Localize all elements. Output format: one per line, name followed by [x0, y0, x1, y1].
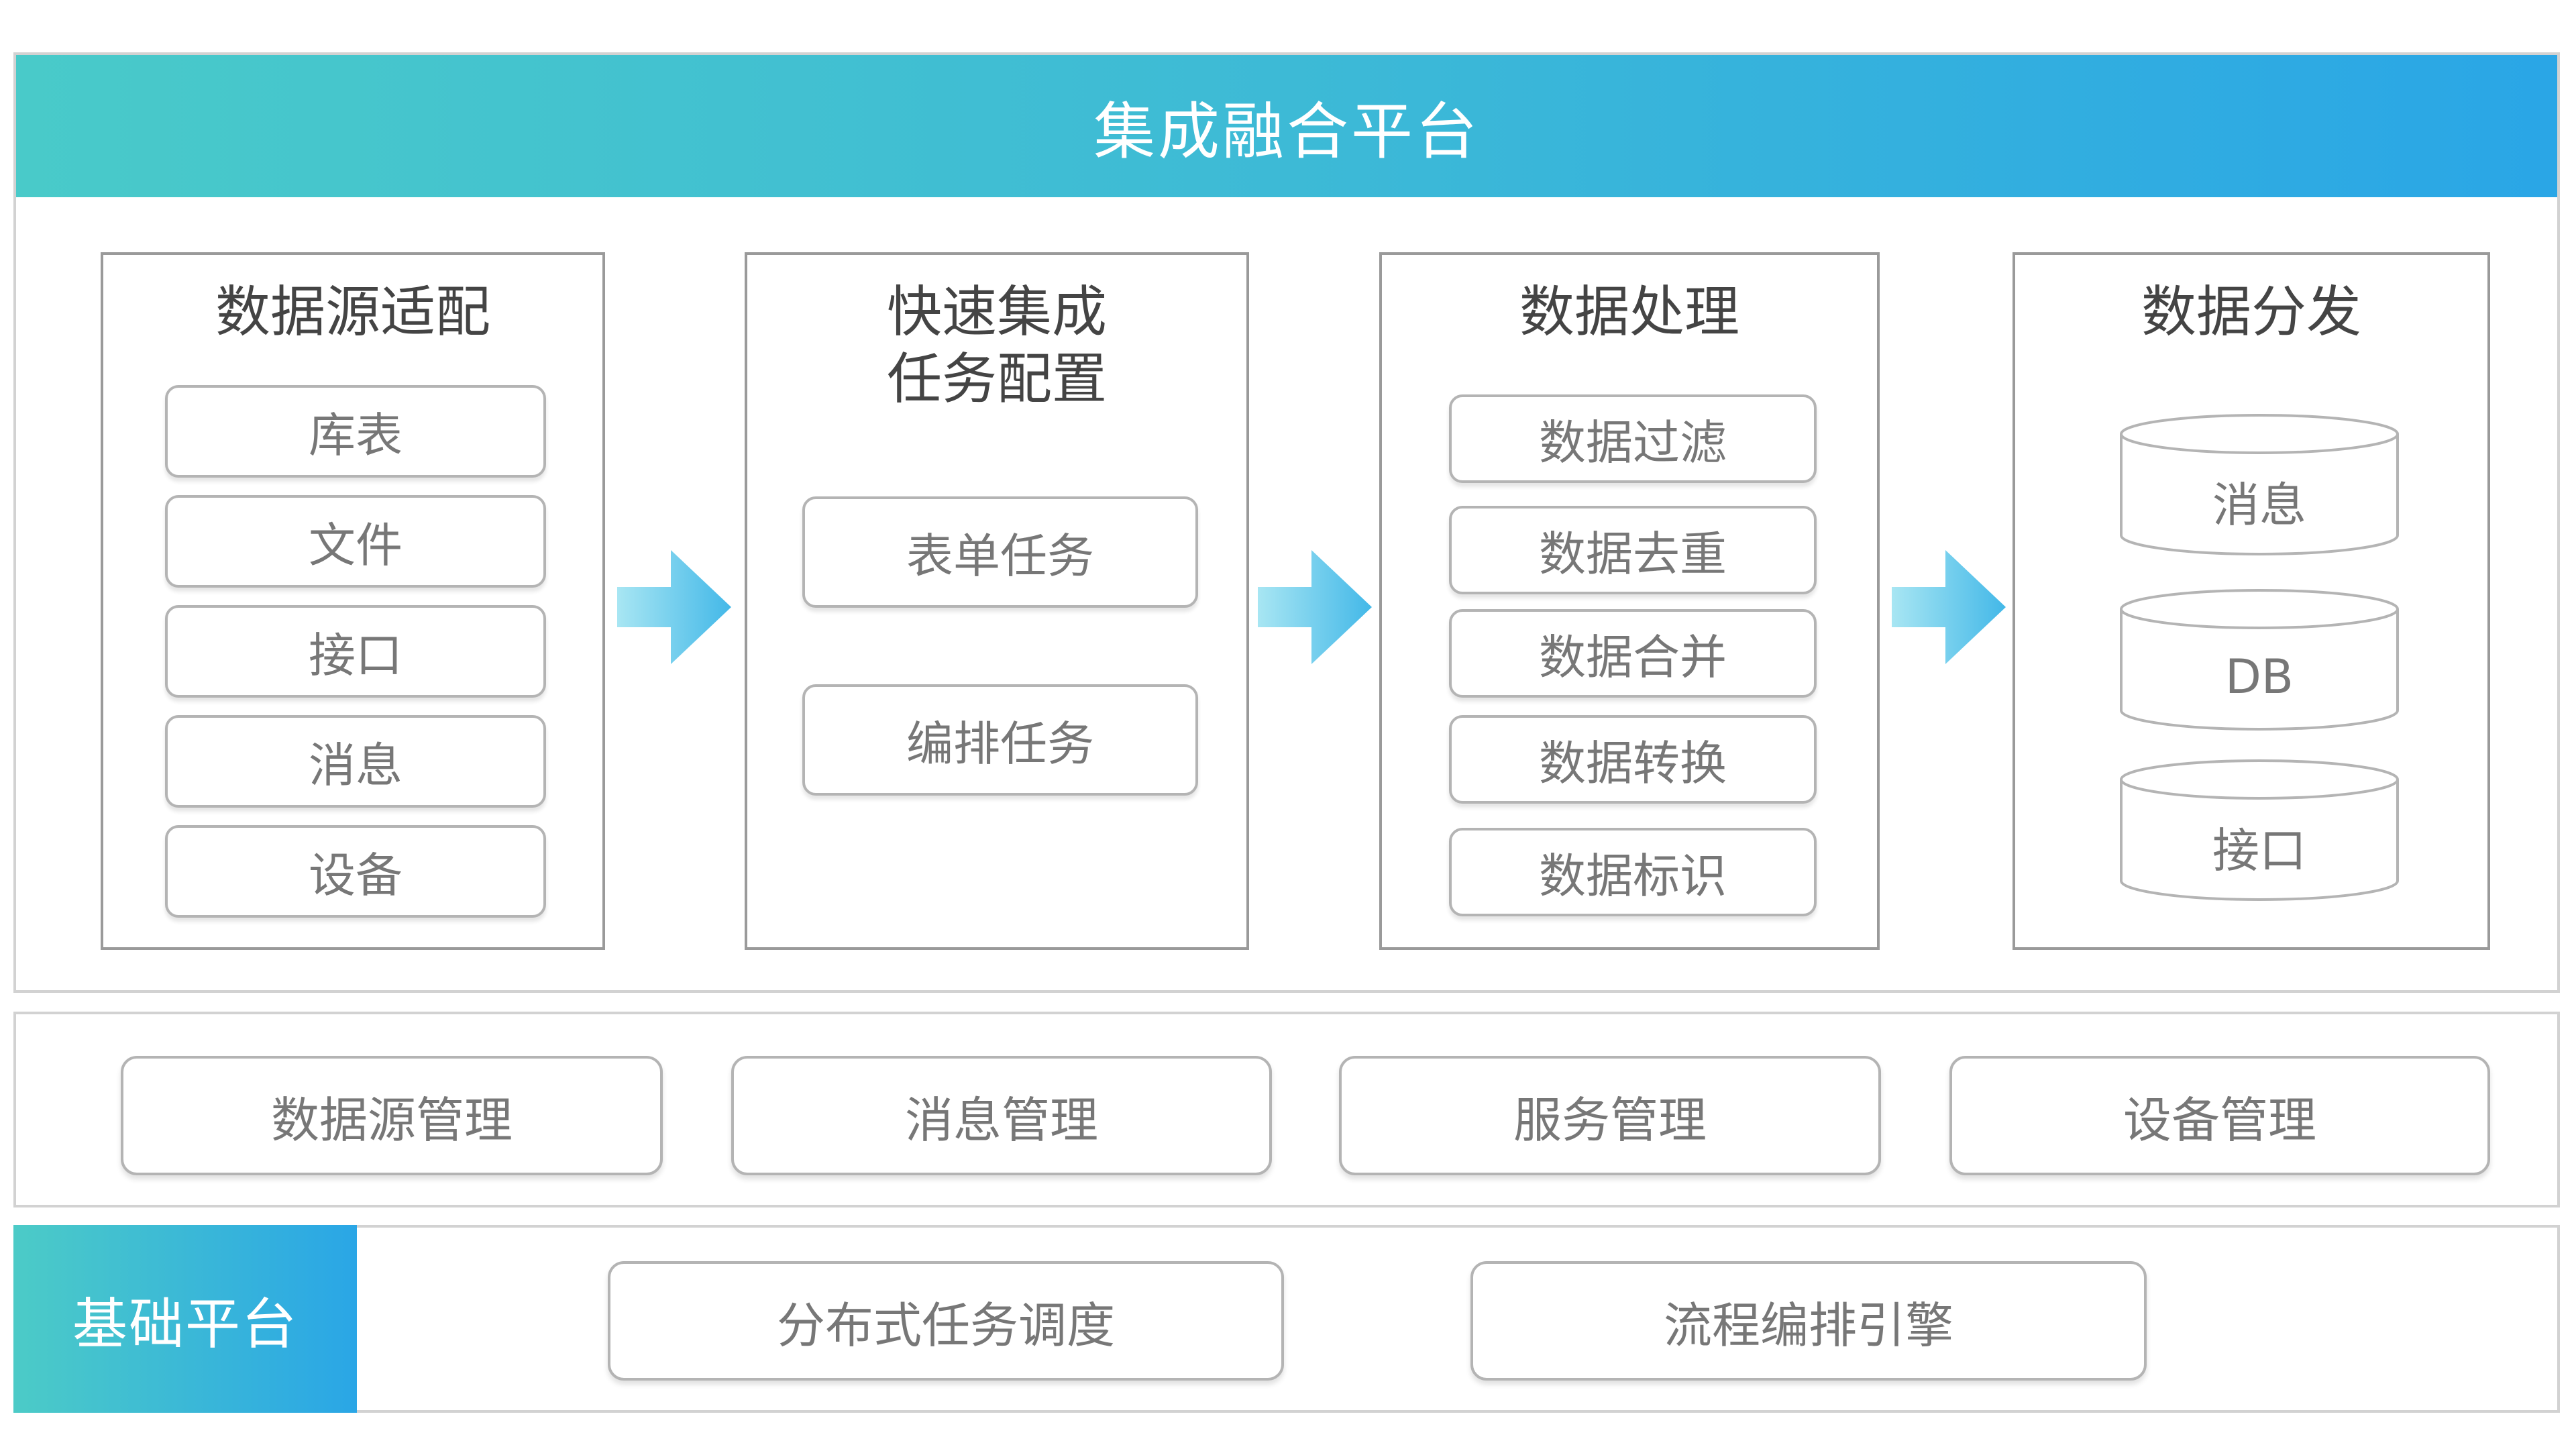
column-title: 快速集成 任务配置 [886, 280, 1107, 411]
item-data-transform[interactable]: 数据转换 [1449, 715, 1817, 804]
item-file[interactable]: 文件 [165, 495, 546, 588]
column-data-source-adapter: 数据源适配 库表 文件 接口 消息 设备 [101, 252, 605, 950]
column-title: 数据源适配 [215, 280, 490, 344]
item-data-filter[interactable]: 数据过滤 [1449, 394, 1817, 483]
item-orchestration-task[interactable]: 编排任务 [802, 684, 1198, 796]
process-orchestration-engine-button[interactable]: 流程编排引擎 [1470, 1261, 2147, 1381]
column-title: 数据分发 [2141, 280, 2361, 344]
storage-message[interactable]: 消息 [2118, 413, 2400, 557]
service-management-button[interactable]: 服务管理 [1339, 1056, 1881, 1175]
storage-interface[interactable]: 接口 [2118, 758, 2400, 902]
database-cylinder-icon [2120, 759, 2399, 901]
integration-platform-panel [13, 52, 2560, 993]
column-title: 数据处理 [1519, 280, 1739, 344]
management-panel: 数据源管理 消息管理 服务管理 设备管理 [13, 1012, 2560, 1208]
base-platform-title: 基础平台 [72, 1292, 298, 1356]
arrow-right-icon [617, 550, 731, 664]
storage-label: 接口 [2212, 823, 2306, 878]
column-data-processing: 数据处理 数据过滤 数据去重 数据合并 数据转换 数据标识 [1379, 252, 1880, 950]
base-platform-panel: 分布式任务调度 流程编排引擎 [13, 1225, 2560, 1413]
page-title: 集成融合平台 [1093, 95, 1480, 168]
storage-label: 消息 [2212, 478, 2306, 533]
database-cylinder-icon [2120, 414, 2399, 555]
storage-db[interactable]: DB [2118, 588, 2400, 732]
column-quick-integration-config: 快速集成 任务配置 表单任务 编排任务 [745, 252, 1249, 950]
distributed-task-scheduling-button[interactable]: 分布式任务调度 [608, 1261, 1284, 1381]
item-interface[interactable]: 接口 [165, 605, 546, 698]
item-data-dedup[interactable]: 数据去重 [1449, 506, 1817, 594]
column-data-distribution: 数据分发 消息 DB 接口 [2012, 252, 2490, 950]
storage-label: DB [2225, 649, 2294, 704]
item-device[interactable]: 设备 [165, 825, 546, 918]
arrow-right-icon [1258, 550, 1372, 664]
integration-platform-banner: 集成融合平台 [16, 55, 2557, 197]
datasource-management-button[interactable]: 数据源管理 [121, 1056, 663, 1175]
device-management-button[interactable]: 设备管理 [1949, 1056, 2490, 1175]
item-table[interactable]: 库表 [165, 385, 546, 478]
database-cylinder-icon [2120, 589, 2399, 731]
base-platform-label: 基础平台 [13, 1225, 357, 1413]
message-management-button[interactable]: 消息管理 [731, 1056, 1272, 1175]
arrow-right-icon [1892, 550, 2006, 664]
item-message[interactable]: 消息 [165, 715, 546, 808]
item-data-tagging[interactable]: 数据标识 [1449, 828, 1817, 916]
item-data-merge[interactable]: 数据合并 [1449, 609, 1817, 698]
item-form-task[interactable]: 表单任务 [802, 496, 1198, 608]
